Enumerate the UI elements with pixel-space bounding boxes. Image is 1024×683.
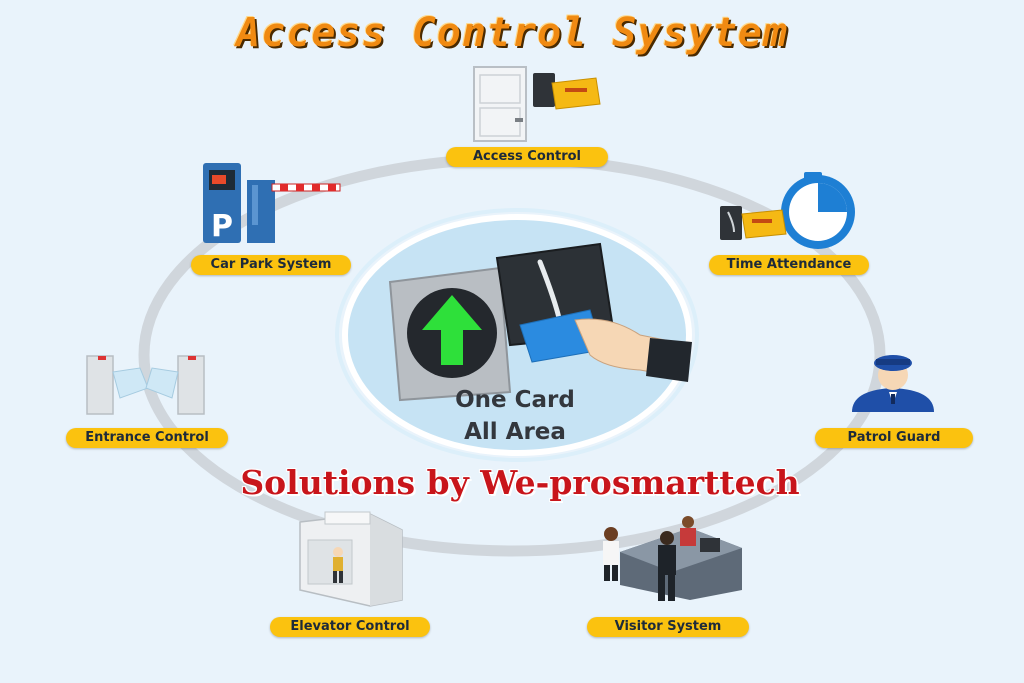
stopwatch-card-reader-icon: [720, 172, 855, 249]
label-car-park-system: Car Park System: [191, 255, 351, 275]
parking-barrier-icon: P: [203, 163, 341, 244]
label-patrol-guard: Patrol Guard: [815, 428, 973, 448]
label-time-attendance: Time Attendance: [709, 255, 869, 275]
label-visitor-system: Visitor System: [587, 617, 749, 637]
security-guard-icon: [852, 355, 934, 412]
reception-desk-icon: [603, 516, 742, 601]
center-text-line1: One Card: [455, 387, 575, 413]
diagram-subtitle: Solutions by We-prosmarttech: [240, 463, 800, 502]
elevator-icon: [299, 511, 403, 607]
label-elevator-control: Elevator Control: [270, 617, 430, 637]
center-text-line2: All Area: [464, 419, 566, 445]
green-arrow-card-reader-icon: [388, 242, 692, 402]
label-entrance-control: Entrance Control: [66, 428, 228, 448]
label-access-control: Access Control: [446, 147, 608, 167]
diagram-title: Access Control Sysytem: [236, 10, 788, 56]
turnstile-gate-icon: [86, 355, 205, 415]
door-with-card-reader-icon: [473, 66, 601, 142]
svg-text:P: P: [211, 209, 233, 244]
